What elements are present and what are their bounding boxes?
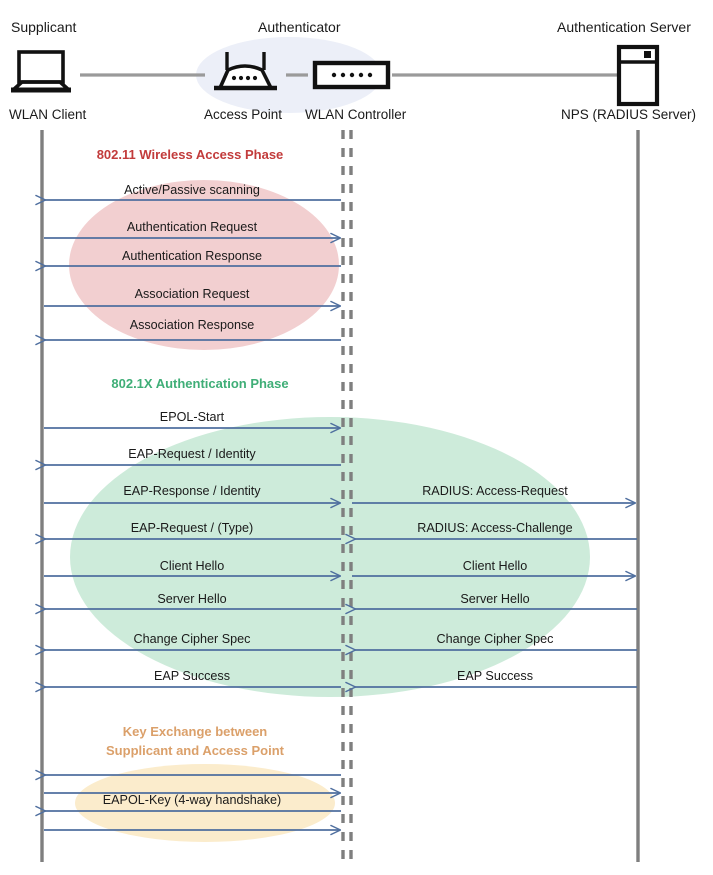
msg-eapol-key-handshake: EAPOL-Key (4-way handshake) xyxy=(102,793,282,807)
phase-title-key-exchange-line2: Supplicant and Access Point xyxy=(106,743,284,758)
msg-change-cipher-spec-right: Change Cipher Spec xyxy=(436,632,554,646)
key-exchange-phase-ellipse xyxy=(75,764,335,842)
phase-title-wireless-access: 802.11 Wireless Access Phase xyxy=(96,147,284,162)
phase-title-key-exchange: Key Exchange between Supplicant and Acce… xyxy=(95,722,295,760)
msg-radius-access-challenge: RADIUS: Access-Challenge xyxy=(417,521,573,535)
msg-server-hello-left: Server Hello xyxy=(157,592,227,606)
msg-radius-access-request: RADIUS: Access-Request xyxy=(422,484,568,498)
dot1x-auth-phase-ellipse xyxy=(70,417,590,697)
msg-eap-success-right: EAP Success xyxy=(456,669,534,683)
msg-eap-response-identity: EAP-Response / Identity xyxy=(123,484,261,498)
phase-title-dot1x-auth: 802.1X Authentication Phase xyxy=(111,376,289,391)
server-icon xyxy=(616,44,660,107)
msg-active-passive-scanning: Active/Passive scanning xyxy=(124,183,260,197)
msg-client-hello-right: Client Hello xyxy=(462,559,528,573)
node-name-wlan-controller: WLAN Controller xyxy=(305,107,407,122)
node-name-nps-radius-server: NPS (RADIUS Server) xyxy=(561,107,697,122)
msg-authentication-response: Authentication Response xyxy=(121,249,263,263)
msg-eap-success-left: EAP Success xyxy=(153,669,231,683)
msg-epol-start: EPOL-Start xyxy=(159,410,225,424)
msg-server-hello-right: Server Hello xyxy=(460,592,530,606)
msg-association-request: Association Request xyxy=(134,287,250,301)
wireless-access-phase-ellipse xyxy=(69,180,339,350)
msg-authentication-request: Authentication Request xyxy=(126,220,258,234)
role-title-authenticator: Authenticator xyxy=(258,19,341,35)
msg-change-cipher-spec-left: Change Cipher Spec xyxy=(133,632,251,646)
role-title-authentication-server: Authentication Server xyxy=(557,19,691,35)
msg-association-response: Association Response xyxy=(129,318,255,332)
phase-title-key-exchange-line1: Key Exchange between xyxy=(122,724,268,739)
role-title-supplicant: Supplicant xyxy=(11,19,77,35)
node-name-access-point: Access Point xyxy=(204,107,283,122)
msg-client-hello-left: Client Hello xyxy=(159,559,225,573)
access-point-icon xyxy=(214,52,277,91)
wlan-controller-icon xyxy=(312,60,391,90)
msg-eap-request-type: EAP-Request / (Type) xyxy=(130,521,254,535)
msg-eap-request-identity: EAP-Request / Identity xyxy=(128,447,256,461)
node-name-wlan-client: WLAN Client xyxy=(9,107,87,122)
laptop-icon xyxy=(11,50,71,93)
